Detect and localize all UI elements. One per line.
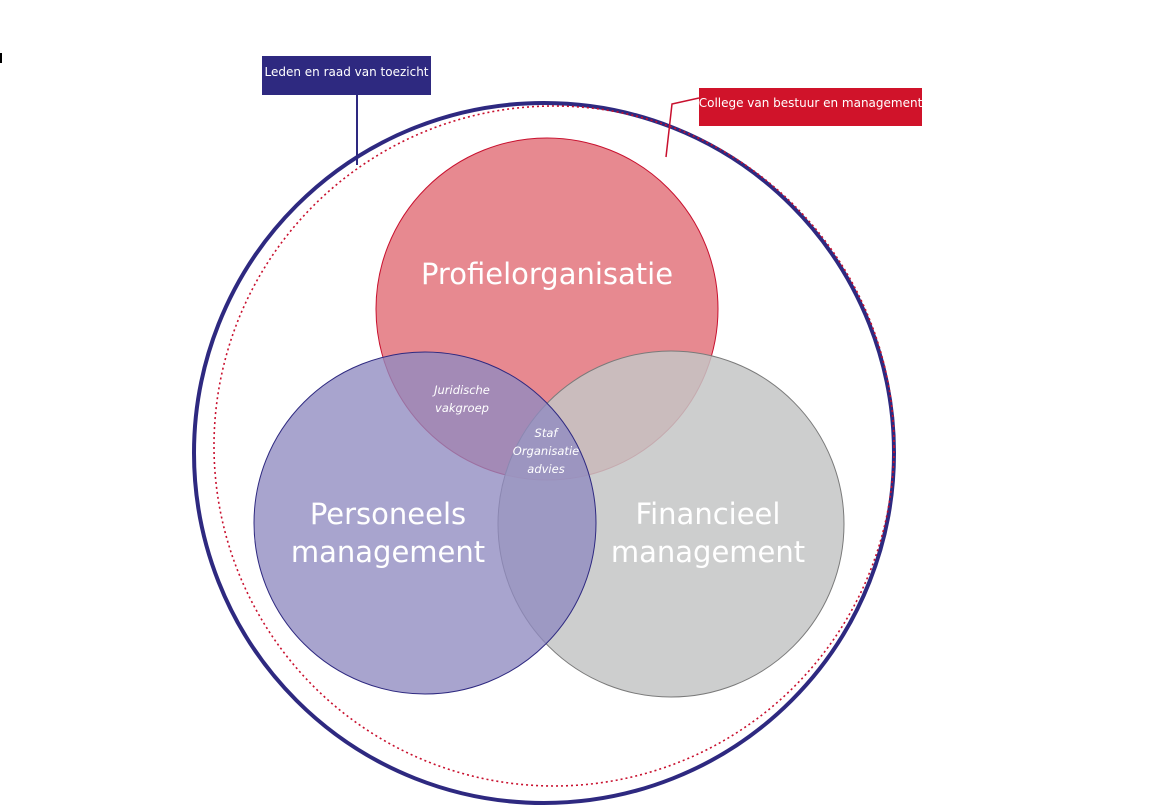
college-box: College van bestuur en management	[699, 88, 922, 126]
corner-tick-mark	[0, 53, 2, 63]
outer-ring	[192, 101, 896, 805]
juridisch-label-line1: Juridische	[434, 383, 490, 397]
financieel-label-line1: Financieel	[635, 497, 781, 531]
staf-label: Staf Organisatie advies	[513, 424, 579, 478]
personeel-label-line2: management	[290, 535, 486, 569]
staf-label-line1: Staf	[534, 426, 558, 440]
inner-dotted-ring	[213, 105, 895, 787]
staf-label-line3: advies	[527, 462, 565, 476]
financieel-label: Financieel management	[611, 495, 805, 571]
leden-box: Leden en raad van toezicht	[262, 56, 431, 95]
college-connector-line	[665, 97, 700, 158]
personeel-label-line1: Personeels	[309, 497, 467, 531]
juridisch-label: Juridische vakgroep	[434, 381, 490, 417]
profiel-label: Profielorganisatie	[420, 257, 674, 291]
juridisch-label-line2: vakgroep	[435, 401, 489, 415]
financieel-label-line2: management	[610, 535, 806, 569]
staf-label-line2: Organisatie	[512, 444, 580, 458]
personeel-label: Personeels management	[291, 495, 485, 571]
personeel-circle	[253, 351, 597, 695]
